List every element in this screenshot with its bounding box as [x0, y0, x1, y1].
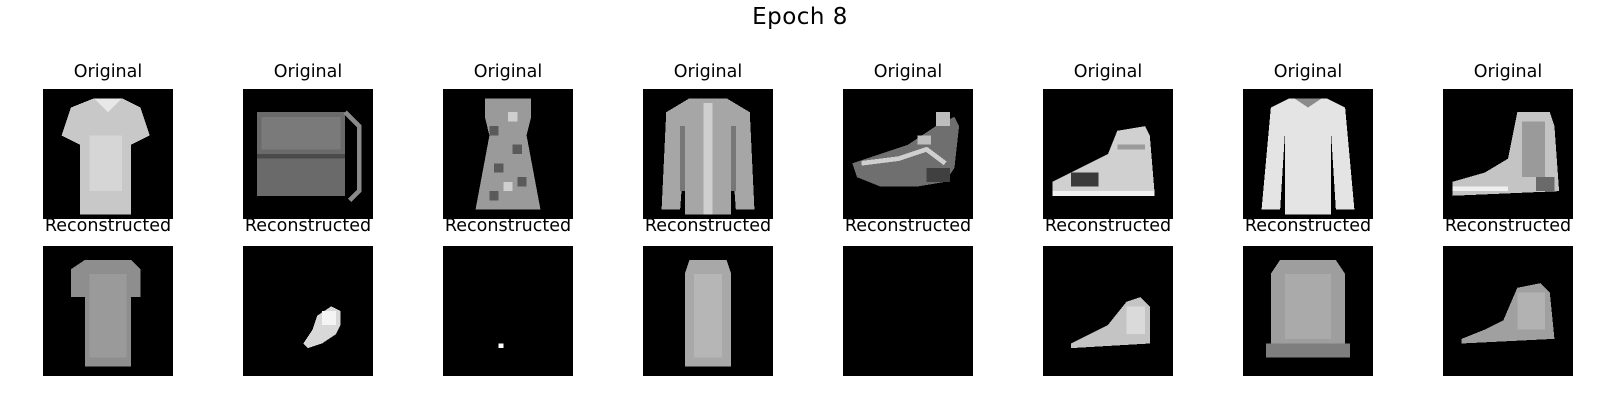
original-image-bag	[243, 89, 373, 219]
original-image-tshirt	[43, 89, 173, 219]
reconstructed-title-2: Reconstructed	[244, 216, 372, 236]
original-image-dress	[443, 89, 573, 219]
reconstructed-title-8: Reconstructed	[1444, 216, 1572, 236]
figure-title: Epoch 8	[752, 4, 848, 30]
reconstructed-image-dress	[643, 246, 773, 376]
reconstructed-title-5: Reconstructed	[844, 216, 972, 236]
reconstructed-image-blob	[243, 246, 373, 376]
original-image-ankle-boot-1	[1043, 89, 1173, 219]
reconstructed-image-tshirt	[43, 246, 173, 376]
reconstructed-image-boot	[1443, 246, 1573, 376]
original-image-sandal	[843, 89, 973, 219]
original-title-6: Original	[1073, 62, 1143, 82]
reconstructed-image-pullover	[1243, 246, 1373, 376]
reconstructed-image-shoe	[1043, 246, 1173, 376]
reconstructed-image-empty	[843, 246, 973, 376]
reconstructed-title-1: Reconstructed	[44, 216, 172, 236]
original-title-4: Original	[673, 62, 743, 82]
reconstructed-title-6: Reconstructed	[1044, 216, 1172, 236]
original-title-8: Original	[1473, 62, 1543, 82]
original-image-ankle-boot-2	[1443, 89, 1573, 219]
original-image-pullover	[1243, 89, 1373, 219]
original-title-3: Original	[473, 62, 543, 82]
original-title-7: Original	[1273, 62, 1343, 82]
original-image-shirt	[643, 89, 773, 219]
original-title-2: Original	[273, 62, 343, 82]
original-title-5: Original	[873, 62, 943, 82]
reconstructed-title-3: Reconstructed	[444, 216, 572, 236]
reconstructed-title-7: Reconstructed	[1244, 216, 1372, 236]
reconstructed-image-dot	[443, 246, 573, 376]
original-title-1: Original	[73, 62, 143, 82]
reconstructed-title-4: Reconstructed	[644, 216, 772, 236]
